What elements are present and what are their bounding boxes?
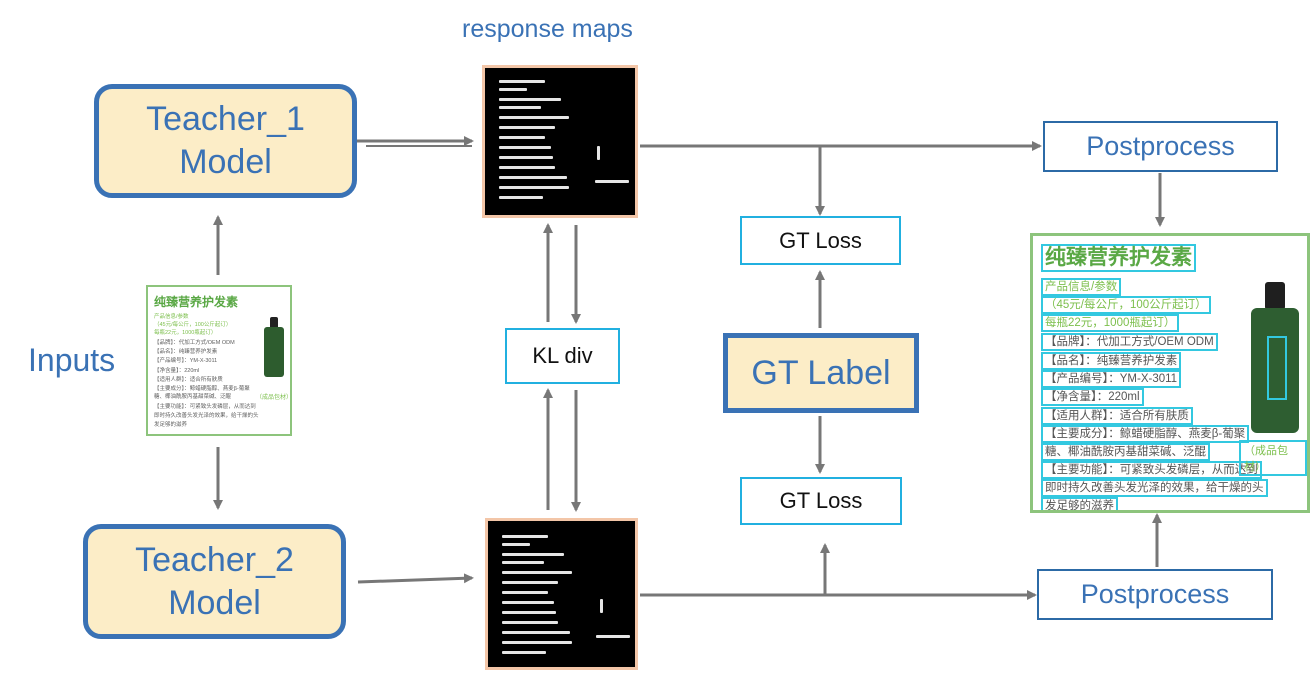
map-line bbox=[502, 641, 572, 644]
output-doc-line: 【产品编号】：YM-X-3011 bbox=[1041, 370, 1182, 388]
bottle-shape bbox=[264, 327, 284, 377]
response-map-top bbox=[482, 65, 638, 218]
map-line bbox=[502, 535, 548, 538]
bottle-neck-shape bbox=[270, 317, 278, 329]
input-doc-line: 【品牌】：代加工方式/OEM ODM bbox=[154, 340, 235, 346]
map-line bbox=[499, 176, 567, 179]
map-line bbox=[597, 146, 600, 160]
kl-div-node: KL div bbox=[505, 328, 620, 384]
bottle-neck-shape bbox=[1265, 282, 1285, 310]
map-line bbox=[499, 126, 555, 129]
gt-loss-top-node: GT Loss bbox=[740, 216, 901, 265]
map-line bbox=[595, 180, 629, 183]
map-line bbox=[499, 106, 541, 109]
map-line bbox=[499, 196, 543, 199]
map-line bbox=[499, 98, 561, 101]
postprocess-bottom-node: Postprocess bbox=[1037, 569, 1273, 620]
output-doc-title: 纯臻营养护发素 bbox=[1041, 244, 1196, 272]
map-line bbox=[499, 80, 545, 83]
input-doc-line: 产品信息/参数 bbox=[154, 314, 189, 320]
output-document-image: 纯臻营养护发素 产品信息/参数 （45元/每公斤，100公斤起订） 每瓶22元，… bbox=[1030, 233, 1310, 513]
map-line bbox=[502, 581, 558, 584]
map-line bbox=[502, 601, 554, 604]
map-line bbox=[499, 166, 555, 169]
postprocess-top-node: Postprocess bbox=[1043, 121, 1278, 172]
output-doc-line: 【品牌】：代加工方式/OEM ODM bbox=[1041, 333, 1218, 351]
map-line bbox=[502, 591, 548, 594]
response-maps-label: response maps bbox=[462, 15, 633, 43]
output-doc-line: （45元/每公斤，100公斤起订） bbox=[1041, 296, 1211, 314]
output-doc-line: 【适用人群】：适合所有肤质 bbox=[1041, 407, 1193, 425]
map-line bbox=[499, 88, 527, 91]
map-line bbox=[502, 651, 546, 654]
input-doc-line: 【主要功能】：可紧致头发磷层，从而达到 bbox=[154, 404, 256, 410]
input-doc-line: 【适用人群】：适合所有肤质 bbox=[154, 377, 223, 383]
input-doc-line: 【主要成分】：鲸蜡硬脂醇、燕麦β-葡聚 bbox=[154, 386, 250, 392]
output-doc-line: 每瓶22元，1000瓶起订） bbox=[1041, 314, 1180, 332]
map-line bbox=[499, 186, 569, 189]
input-doc-line: 【产品编号】：YM-X-3011 bbox=[154, 358, 218, 364]
map-line bbox=[502, 543, 530, 546]
output-doc-tag: （成品包材） bbox=[1239, 440, 1307, 476]
map-line bbox=[502, 553, 564, 556]
map-line bbox=[502, 571, 572, 574]
map-line bbox=[499, 146, 551, 149]
map-line bbox=[502, 631, 570, 634]
output-doc-line: 糖、椰油酰胺丙基甜菜碱、泛醌 bbox=[1041, 443, 1210, 461]
input-doc-title: 纯臻营养护发素 bbox=[154, 295, 239, 309]
response-map-bottom bbox=[485, 518, 638, 670]
bottle-shape bbox=[1251, 308, 1299, 433]
input-doc-line: 【品名】：纯臻营养护发素 bbox=[154, 349, 218, 355]
output-doc-line: 发足够的滋养 bbox=[1041, 497, 1118, 510]
input-doc-tag: （成品包材） bbox=[256, 395, 292, 401]
teacher2-subtitle: Model bbox=[168, 583, 261, 622]
teacher1-name: Teacher_1 bbox=[146, 100, 305, 138]
bottle-label-box bbox=[1267, 336, 1287, 400]
map-line bbox=[499, 116, 569, 119]
map-line bbox=[502, 621, 558, 624]
teacher1-subtitle: Model bbox=[179, 143, 272, 181]
output-doc-line: 【品名】：纯臻营养护发素 bbox=[1041, 352, 1182, 370]
output-doc-line: 即时持久改善头发光泽的效果，给干燥的头 bbox=[1041, 479, 1268, 497]
output-doc-line: 【净含量】：220ml bbox=[1041, 388, 1144, 406]
map-line bbox=[600, 599, 603, 613]
input-doc-line: 糖、椰油酰胺丙基甜菜碱、泛醌 bbox=[154, 394, 232, 400]
input-document-image: 纯臻营养护发素 产品信息/参数 （45元/每公斤，100公斤起订） 每瓶22元，… bbox=[146, 285, 292, 436]
input-doc-line: 每瓶22元，1000瓶起订） bbox=[154, 330, 217, 336]
teacher2-name: Teacher_2 bbox=[135, 540, 294, 579]
input-doc-line: 发足够的滋养 bbox=[154, 422, 188, 428]
map-line bbox=[499, 156, 553, 159]
output-doc-line: 【主要功能】：可紧致头发磷层，从而达到 bbox=[1041, 461, 1262, 479]
output-doc-line: 【主要成分】：鲸蜡硬脂醇、燕麦β-葡聚 bbox=[1041, 425, 1250, 443]
gt-label-node: GT Label bbox=[723, 333, 919, 413]
teacher1-model-node: Teacher_1 Model bbox=[94, 84, 357, 198]
map-line bbox=[499, 136, 545, 139]
map-line bbox=[502, 561, 544, 564]
map-line bbox=[502, 611, 556, 614]
input-doc-line: 即时持久改善头发光泽的效果，给干燥的头 bbox=[154, 413, 259, 419]
map-line bbox=[596, 635, 630, 638]
inputs-label: Inputs bbox=[28, 342, 116, 378]
output-doc-line: 产品信息/参数 bbox=[1041, 278, 1122, 296]
teacher2-model-node: Teacher_2 Model bbox=[83, 524, 346, 639]
input-doc-line: （45元/每公斤，100公斤起订） bbox=[154, 322, 232, 328]
gt-loss-bottom-node: GT Loss bbox=[740, 477, 902, 525]
arrow-teacher2-to-map2 bbox=[357, 573, 474, 584]
input-doc-line: 【净含量】：220ml bbox=[154, 368, 200, 374]
